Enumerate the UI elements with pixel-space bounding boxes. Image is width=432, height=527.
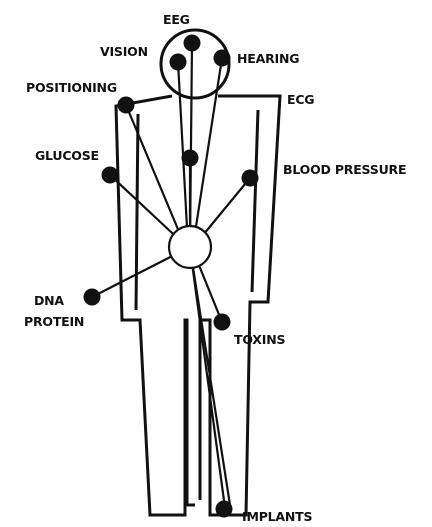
link-positioning: [126, 105, 185, 246]
sensor-node-glucose: [102, 167, 119, 184]
sensor-node-hearing: [214, 50, 231, 67]
label-toxins: TOXINS: [234, 332, 285, 347]
label-eeg: EEG: [163, 12, 190, 27]
sensor-node-dna-protein: [84, 289, 101, 306]
body-outline-right: [200, 96, 280, 515]
sensor-node-positioning: [118, 97, 135, 114]
label-vision: VISION: [100, 44, 148, 59]
sensor-node-eeg: [184, 35, 201, 52]
sensor-node-ecg: [182, 150, 199, 167]
label-positioning: POSITIONING: [26, 80, 117, 95]
sensor-node-vision: [170, 54, 187, 71]
label-blood-pressure: BLOOD PRESSURE: [283, 162, 406, 177]
sensor-nodes: [84, 35, 259, 518]
sensor-labels: EEG VISION HEARING POSITIONING ECG GLUCO…: [24, 12, 406, 524]
left-arm-inner-line: [136, 114, 138, 310]
sensor-node-implants: [216, 501, 233, 518]
central-hub: [169, 226, 211, 268]
label-hearing: HEARING: [237, 51, 299, 66]
sensor-node-toxins: [214, 314, 231, 331]
label-protein: PROTEIN: [24, 314, 84, 329]
label-ecg: ECG: [287, 92, 314, 107]
label-glucose: GLUCOSE: [35, 148, 99, 163]
right-arm-inner-line: [252, 110, 258, 292]
sensor-node-blood-pressure: [242, 170, 259, 187]
label-dna: DNA: [34, 293, 64, 308]
label-implants: IMPLANTS: [242, 509, 312, 524]
